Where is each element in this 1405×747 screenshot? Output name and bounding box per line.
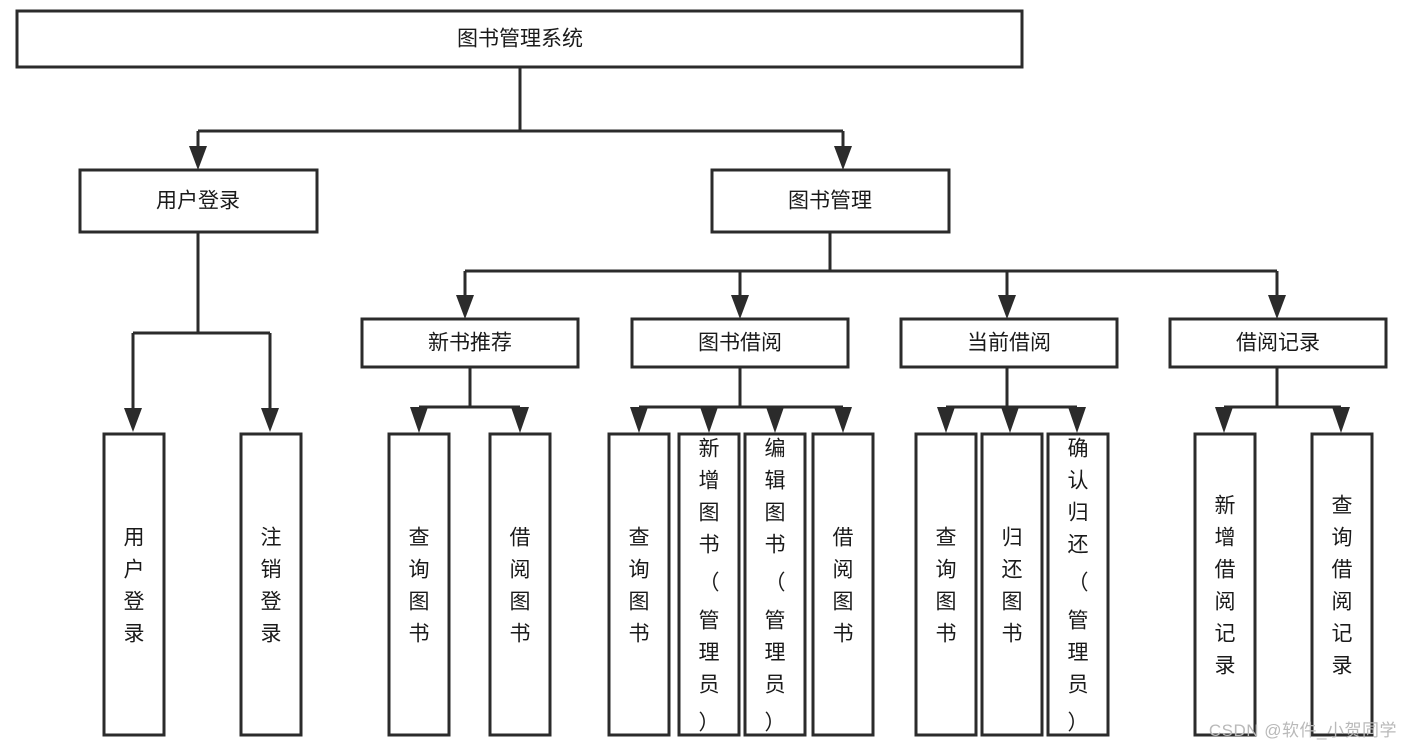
node-leaf-confirm-return-label: 确认归还（管理员）: [1068, 438, 1089, 735]
arrow-to-leaf-add-record: [1215, 407, 1233, 433]
connector-borrow-record-to-leaves: [1215, 367, 1350, 433]
node-leaf-borrow-book-1[interactable]: 借阅图书: [488, 432, 552, 737]
node-book-manage-box[interactable]: [710, 168, 951, 234]
arrow-to-current-borrow: [998, 295, 1016, 319]
node-book-manage[interactable]: 图书管理: [710, 168, 951, 234]
node-user-login[interactable]: 用户登录: [78, 168, 319, 234]
node-leaf-add-book[interactable]: 新增图书（管理员）: [677, 432, 741, 737]
node-current-borrow-box[interactable]: [899, 317, 1119, 369]
node-leaf-add-record-label: 新增借阅记录: [1215, 495, 1236, 678]
node-leaf-user-login-box[interactable]: [102, 432, 166, 737]
node-leaf-query-book-3[interactable]: 查询图书: [914, 432, 978, 737]
connector-book-manage-to-level3: [456, 232, 1286, 319]
node-leaf-add-record[interactable]: 新增借阅记录: [1193, 432, 1257, 737]
connector-new-book-recommend-to-leaves: [410, 367, 529, 433]
node-leaf-query-book-1-label: 查询图书: [409, 527, 430, 646]
node-leaf-add-book-label: 新增图书（管理员）: [699, 438, 720, 735]
node-user-login-label: 用户登录: [156, 190, 240, 213]
node-leaf-query-book-1-box[interactable]: [387, 432, 451, 737]
arrow-to-leaf-query-book-2: [630, 407, 648, 433]
node-leaf-confirm-return-box[interactable]: [1046, 432, 1110, 737]
node-leaf-borrow-book-2-box[interactable]: [811, 432, 875, 737]
node-leaf-query-record[interactable]: 查询借阅记录: [1310, 432, 1374, 737]
arrow-to-user-login: [189, 146, 207, 170]
arrow-to-leaf-query-book-1: [410, 407, 428, 433]
node-root-box[interactable]: [15, 9, 1024, 69]
node-leaf-query-book-2[interactable]: 查询图书: [607, 432, 671, 737]
node-leaf-confirm-return[interactable]: 确认归还（管理员）: [1046, 432, 1110, 737]
arrow-to-leaf-query-record: [1332, 407, 1350, 433]
node-leaf-user-logout[interactable]: 注销登录: [239, 432, 303, 737]
node-leaf-user-logout-box[interactable]: [239, 432, 303, 737]
arrow-to-book-borrow: [731, 295, 749, 319]
node-borrow-record[interactable]: 借阅记录: [1168, 317, 1388, 369]
node-leaf-edit-book-label: 编辑图书（管理员）: [765, 438, 786, 735]
node-leaf-edit-book-box[interactable]: [743, 432, 807, 737]
node-current-borrow-label: 当前借阅: [967, 332, 1051, 355]
node-leaf-user-login-label: 用户登录: [124, 527, 145, 646]
node-new-book-recommend[interactable]: 新书推荐: [360, 317, 580, 369]
connector-current-borrow-to-leaves: [937, 367, 1086, 433]
node-leaf-query-book-2-label: 查询图书: [629, 527, 650, 646]
node-root[interactable]: 图书管理系统: [15, 9, 1024, 69]
node-current-borrow[interactable]: 当前借阅: [899, 317, 1119, 369]
node-leaf-return-book-label: 归还图书: [1002, 527, 1023, 646]
node-leaf-return-book[interactable]: 归还图书: [980, 432, 1044, 737]
node-leaf-borrow-book-1-box[interactable]: [488, 432, 552, 737]
node-borrow-record-box[interactable]: [1168, 317, 1388, 369]
connector-root-to-level2: [189, 67, 852, 170]
arrow-to-book-manage: [834, 146, 852, 170]
node-leaf-query-book-3-label: 查询图书: [936, 527, 957, 646]
node-leaf-user-login[interactable]: 用户登录: [102, 432, 166, 737]
node-borrow-record-label: 借阅记录: [1236, 332, 1320, 355]
arrow-to-leaf-user-logout: [261, 408, 279, 432]
node-root-label: 图书管理系统: [457, 28, 583, 51]
node-book-manage-label: 图书管理: [788, 190, 872, 213]
node-leaf-query-book-3-box[interactable]: [914, 432, 978, 737]
arrow-to-leaf-borrow-book-2: [834, 407, 852, 433]
arrow-to-leaf-edit-book: [766, 407, 784, 433]
node-book-borrow[interactable]: 图书借阅: [630, 317, 850, 369]
arrow-to-new-book-recommend: [456, 295, 474, 319]
node-leaf-return-book-box[interactable]: [980, 432, 1044, 737]
node-leaf-query-book-1[interactable]: 查询图书: [387, 432, 451, 737]
node-new-book-recommend-label: 新书推荐: [428, 332, 512, 355]
node-new-book-recommend-box[interactable]: [360, 317, 580, 369]
arrow-to-leaf-add-book: [700, 407, 718, 433]
arrow-to-leaf-borrow-book-1: [511, 407, 529, 433]
node-leaf-edit-book[interactable]: 编辑图书（管理员）: [743, 432, 807, 737]
node-leaf-user-logout-label: 注销登录: [261, 527, 282, 646]
node-leaf-add-book-box[interactable]: [677, 432, 741, 737]
arrow-to-leaf-query-book-3: [937, 407, 955, 433]
connector-user-login-to-leaves: [124, 232, 279, 432]
node-leaf-query-record-box[interactable]: [1310, 432, 1374, 737]
node-book-borrow-label: 图书借阅: [698, 332, 782, 355]
node-leaf-query-book-2-box[interactable]: [607, 432, 671, 737]
node-book-borrow-box[interactable]: [630, 317, 850, 369]
node-leaf-query-record-label: 查询借阅记录: [1332, 495, 1353, 678]
arrow-to-leaf-user-login: [124, 408, 142, 432]
node-leaf-borrow-book-1-label: 借阅图书: [510, 527, 531, 646]
node-leaf-borrow-book-2[interactable]: 借阅图书: [811, 432, 875, 737]
connector-book-borrow-to-leaves: [630, 367, 852, 433]
node-user-login-box[interactable]: [78, 168, 319, 234]
arrow-to-leaf-confirm-return: [1068, 407, 1086, 433]
node-leaf-borrow-book-2-label: 借阅图书: [833, 527, 854, 646]
arrow-to-leaf-return-book: [1001, 407, 1019, 433]
node-leaf-add-record-box[interactable]: [1193, 432, 1257, 737]
arrow-to-borrow-record: [1268, 295, 1286, 319]
